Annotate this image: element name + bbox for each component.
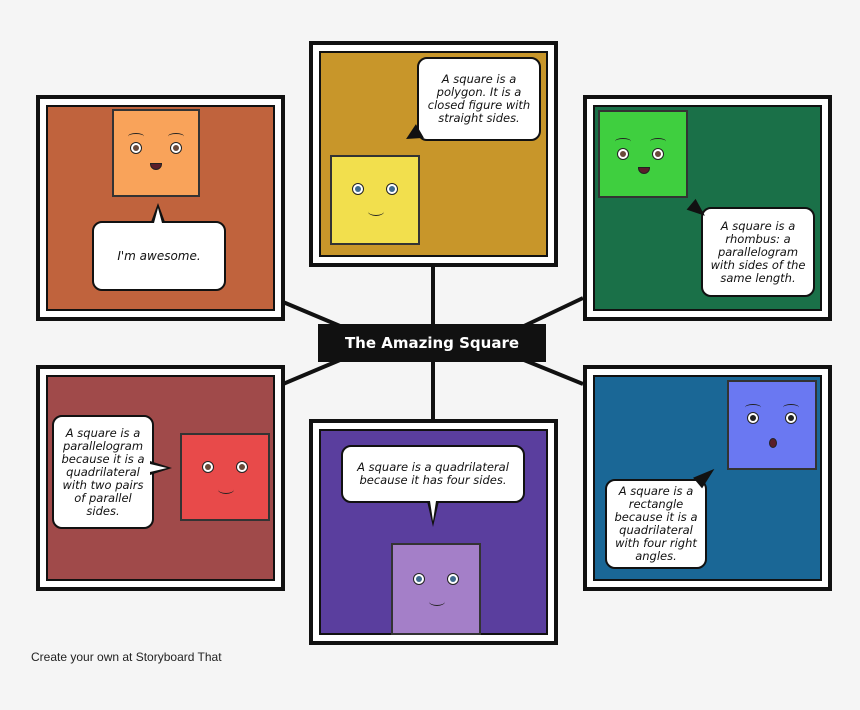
mouth — [218, 485, 234, 494]
eye — [447, 573, 459, 585]
brow — [783, 404, 799, 411]
eye — [202, 461, 214, 473]
eye — [170, 142, 182, 154]
speech-bubble: A square is a quadrilateral because it h… — [341, 445, 525, 503]
brow — [168, 133, 184, 140]
footer-credit: Create your own at Storyboard That — [31, 650, 222, 664]
speech-bubble-tail-fill — [154, 208, 162, 223]
diagram-title: The Amazing Square — [318, 324, 546, 362]
panel-polygon: A square is a polygon. It is a closed fi… — [309, 41, 558, 267]
orange-square-character — [112, 109, 200, 197]
panel-rectangle: A square is a rectangle because it is a … — [583, 365, 832, 591]
eye — [413, 573, 425, 585]
mouth — [769, 438, 777, 448]
eye — [236, 461, 248, 473]
purple-square-character — [391, 543, 481, 635]
panel-rhombus: A square is a rhombus: a parallelogram w… — [583, 95, 832, 321]
panel-parallelogram: A square is a parallelogram because it i… — [36, 365, 285, 591]
red-square-character — [180, 433, 270, 521]
speech-bubble-tail-fill — [430, 501, 436, 521]
eye — [652, 148, 664, 160]
eye — [130, 142, 142, 154]
speech-bubble: A square is a rectangle because it is a … — [605, 479, 707, 569]
connector-line — [523, 358, 584, 386]
speech-bubble: A square is a parallelogram because it i… — [52, 415, 154, 529]
connector-line — [523, 296, 584, 328]
brow — [650, 138, 666, 145]
brow — [745, 404, 761, 411]
blue-square-character — [727, 380, 817, 470]
green-square-character — [598, 110, 688, 198]
mouth — [429, 597, 445, 606]
brow — [615, 138, 631, 145]
speech-bubble: A square is a polygon. It is a closed fi… — [417, 57, 541, 141]
mouth — [150, 163, 162, 170]
eye — [747, 412, 759, 424]
panel-quadrilateral: A square is a quadrilateral because it h… — [309, 419, 558, 645]
eye — [386, 183, 398, 195]
mouth — [638, 167, 650, 174]
speech-bubble: A square is a rhombus: a parallelogram w… — [701, 207, 815, 297]
connector-line — [282, 358, 341, 386]
panel-awesome: I'm awesome. — [36, 95, 285, 321]
eye — [617, 148, 629, 160]
yellow-square-character — [330, 155, 420, 245]
eye — [785, 412, 797, 424]
speech-bubble-tail-fill — [150, 464, 167, 472]
brow — [128, 133, 144, 140]
eye — [352, 183, 364, 195]
mouth — [368, 207, 384, 216]
connector-line — [282, 300, 341, 328]
speech-bubble: I'm awesome. — [92, 221, 226, 291]
